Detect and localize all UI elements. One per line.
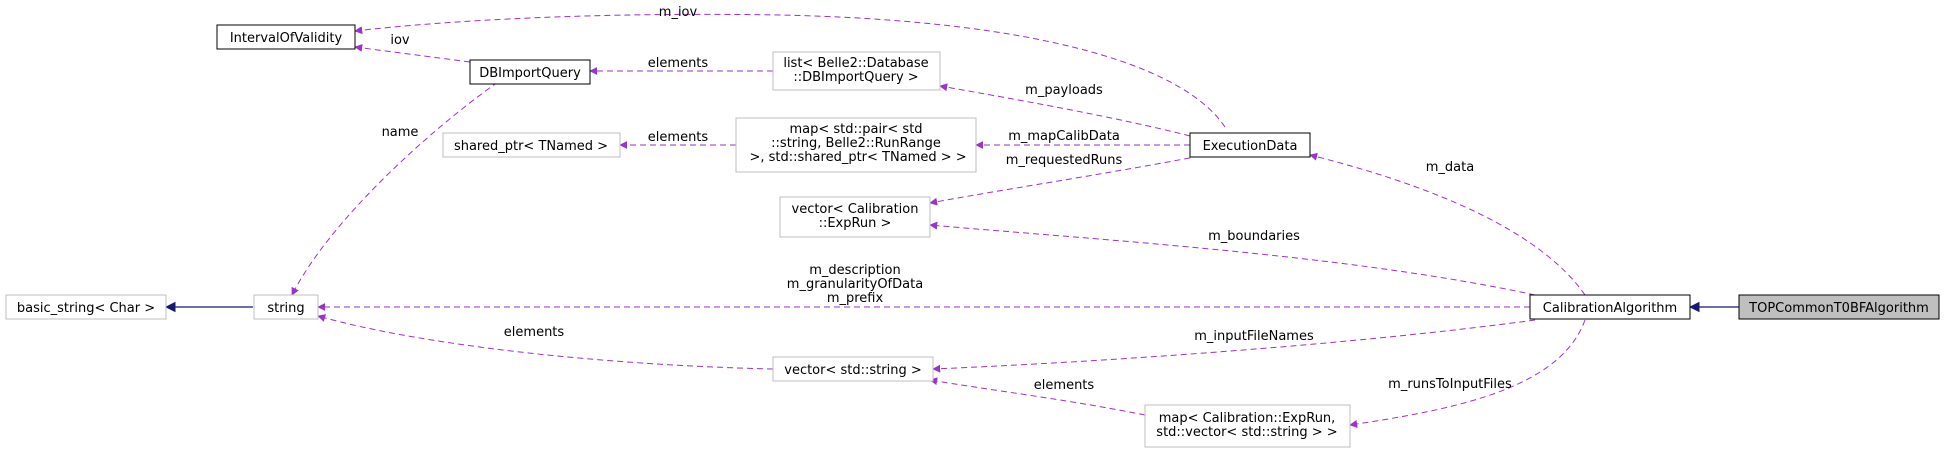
text-line: m_inputFileNames	[1194, 329, 1314, 344]
edge-m-runstoinputfiles	[1349, 319, 1586, 428]
text-line: DBImportQuery	[479, 66, 581, 81]
text-line: map< Calibration::ExpRun,	[1159, 411, 1336, 426]
text-line: string	[267, 301, 304, 316]
text-line: TOPCommonT0BFAlgorithm	[1748, 301, 1929, 316]
text-line: m_requestedRuns	[1006, 153, 1123, 168]
text-line: m_data	[1426, 160, 1474, 175]
svg-text:ExecutionData: ExecutionData	[1203, 139, 1298, 154]
text-line: CalibrationAlgorithm	[1543, 301, 1677, 316]
node-map-pair-string-runrange[interactable]: map< std::pair< std::string, Belle2::Run…	[735, 117, 977, 173]
svg-text:shared_ptr< TNamed >: shared_ptr< TNamed >	[454, 139, 608, 154]
edge-label-m-runstoinputfiles: m_runsToInputFiles	[1388, 377, 1512, 392]
text-line: elements	[1034, 378, 1095, 393]
edge-label-m-requestedruns: m_requestedRuns	[1006, 153, 1123, 168]
svg-text:string: string	[267, 301, 304, 316]
text-line: IntervalOfValidity	[230, 31, 343, 46]
text-line: name	[382, 125, 419, 140]
text-line: m_payloads	[1025, 83, 1103, 98]
node-interval-of-validity[interactable]: IntervalOfValidity	[216, 24, 356, 50]
edge-iov	[354, 43, 471, 63]
node-execution-data[interactable]: ExecutionData	[1189, 132, 1311, 158]
svg-text:vector< std::string >: vector< std::string >	[784, 363, 921, 378]
text-line: vector< std::string >	[784, 363, 921, 378]
text-line: elements	[648, 130, 709, 145]
edge-label-elements-shared: elements	[648, 130, 709, 145]
svg-text:DBImportQuery: DBImportQuery	[479, 66, 581, 81]
edge-label-m-data: m_data	[1426, 160, 1474, 175]
edge-elements-string	[317, 314, 774, 370]
text-line: m_granularityOfData	[787, 277, 923, 292]
svg-text:IntervalOfValidity: IntervalOfValidity	[230, 31, 343, 46]
text-line: list< Belle2::Database	[783, 56, 928, 71]
text-line: shared_ptr< TNamed >	[454, 139, 608, 154]
edge-label-m-payloads: m_payloads	[1025, 83, 1103, 98]
node-shared-ptr-tnamed[interactable]: shared_ptr< TNamed >	[442, 132, 621, 158]
svg-text:TOPCommonT0BFAlgorithm: TOPCommonT0BFAlgorithm	[1748, 301, 1929, 316]
edge-label-elements-string: elements	[504, 325, 565, 340]
text-line: m_mapCalibData	[1008, 129, 1120, 144]
text-line: basic_string< Char >	[17, 301, 155, 316]
text-line: >, std::shared_ptr< TNamed > >	[745, 150, 966, 165]
edge-label-m-inputfilenames: m_inputFileNames	[1194, 329, 1314, 344]
edge-m-iov	[354, 13, 1226, 128]
text-line: m_prefix	[827, 291, 884, 306]
node-map-expruns-vector-string[interactable]: map< Calibration::ExpRun,std::vector< st…	[1144, 404, 1351, 448]
svg-text:map< Calibration::ExpRun,std::: map< Calibration::ExpRun,std::vector< st…	[1156, 411, 1337, 440]
edge-elements-vector	[929, 377, 1146, 416]
edge-m-boundaries	[929, 221, 1536, 296]
text-line: vector< Calibration	[792, 202, 919, 217]
node-string[interactable]: string	[253, 294, 319, 320]
text-line: m_runsToInputFiles	[1388, 377, 1512, 392]
text-line: elements	[648, 56, 709, 71]
text-line: ::ExpRun >	[819, 216, 892, 231]
svg-text:CalibrationAlgorithm: CalibrationAlgorithm	[1543, 301, 1677, 316]
node-vector-expruns[interactable]: vector< Calibration::ExpRun >	[779, 196, 931, 238]
edge-label-elements-list: elements	[648, 56, 709, 71]
text-line: m_iov	[659, 5, 698, 20]
edge-label-m-mapcalibdata: m_mapCalibData	[1008, 129, 1120, 144]
edge-m-inputfilenames	[932, 319, 1536, 373]
text-line: ::string, Belle2::RunRange	[771, 136, 941, 151]
edge-label-name: name	[382, 125, 419, 140]
node-top-common-t0-bf-algorithm[interactable]: TOPCommonT0BFAlgorithm	[1738, 294, 1940, 320]
edge-label-m-boundaries: m_boundaries	[1208, 229, 1300, 244]
text-line: ExecutionData	[1203, 139, 1298, 154]
svg-text:map< std::pair< std::string, B: map< std::pair< std::string, Belle2::Run…	[745, 122, 966, 165]
edge-name	[291, 81, 499, 296]
text-line: m_description	[809, 263, 900, 278]
svg-text:list< Belle2::Database::DBImpo: list< Belle2::Database::DBImportQuery >	[783, 56, 928, 85]
node-list-db-import-query[interactable]: list< Belle2::Database::DBImportQuery >	[772, 51, 941, 91]
node-calibration-algorithm[interactable]: CalibrationAlgorithm	[1529, 294, 1691, 320]
edge-label-iov: iov	[390, 33, 410, 48]
text-line: ::DBImportQuery >	[793, 70, 918, 85]
edge-m-payloads	[939, 83, 1191, 137]
text-line: std::vector< std::string > >	[1156, 425, 1337, 440]
node-vector-std-string[interactable]: vector< std::string >	[772, 356, 934, 382]
svg-text:basic_string< Char >: basic_string< Char >	[17, 301, 155, 316]
text-line: iov	[390, 33, 410, 48]
edge-m-data	[1309, 152, 1586, 296]
edge-label-elements-vector: elements	[1034, 378, 1095, 393]
text-line: m_boundaries	[1208, 229, 1300, 244]
node-basic-string-char[interactable]: basic_string< Char >	[5, 294, 167, 320]
edge-m-requestedruns	[929, 155, 1201, 206]
svg-text:vector< Calibration::ExpRun >: vector< Calibration::ExpRun >	[792, 202, 919, 231]
text-line: elements	[504, 325, 565, 340]
edge-label-m-iov: m_iov	[659, 5, 698, 20]
node-db-import-query[interactable]: DBImportQuery	[469, 59, 591, 85]
text-line: map< std::pair< std	[789, 122, 922, 137]
